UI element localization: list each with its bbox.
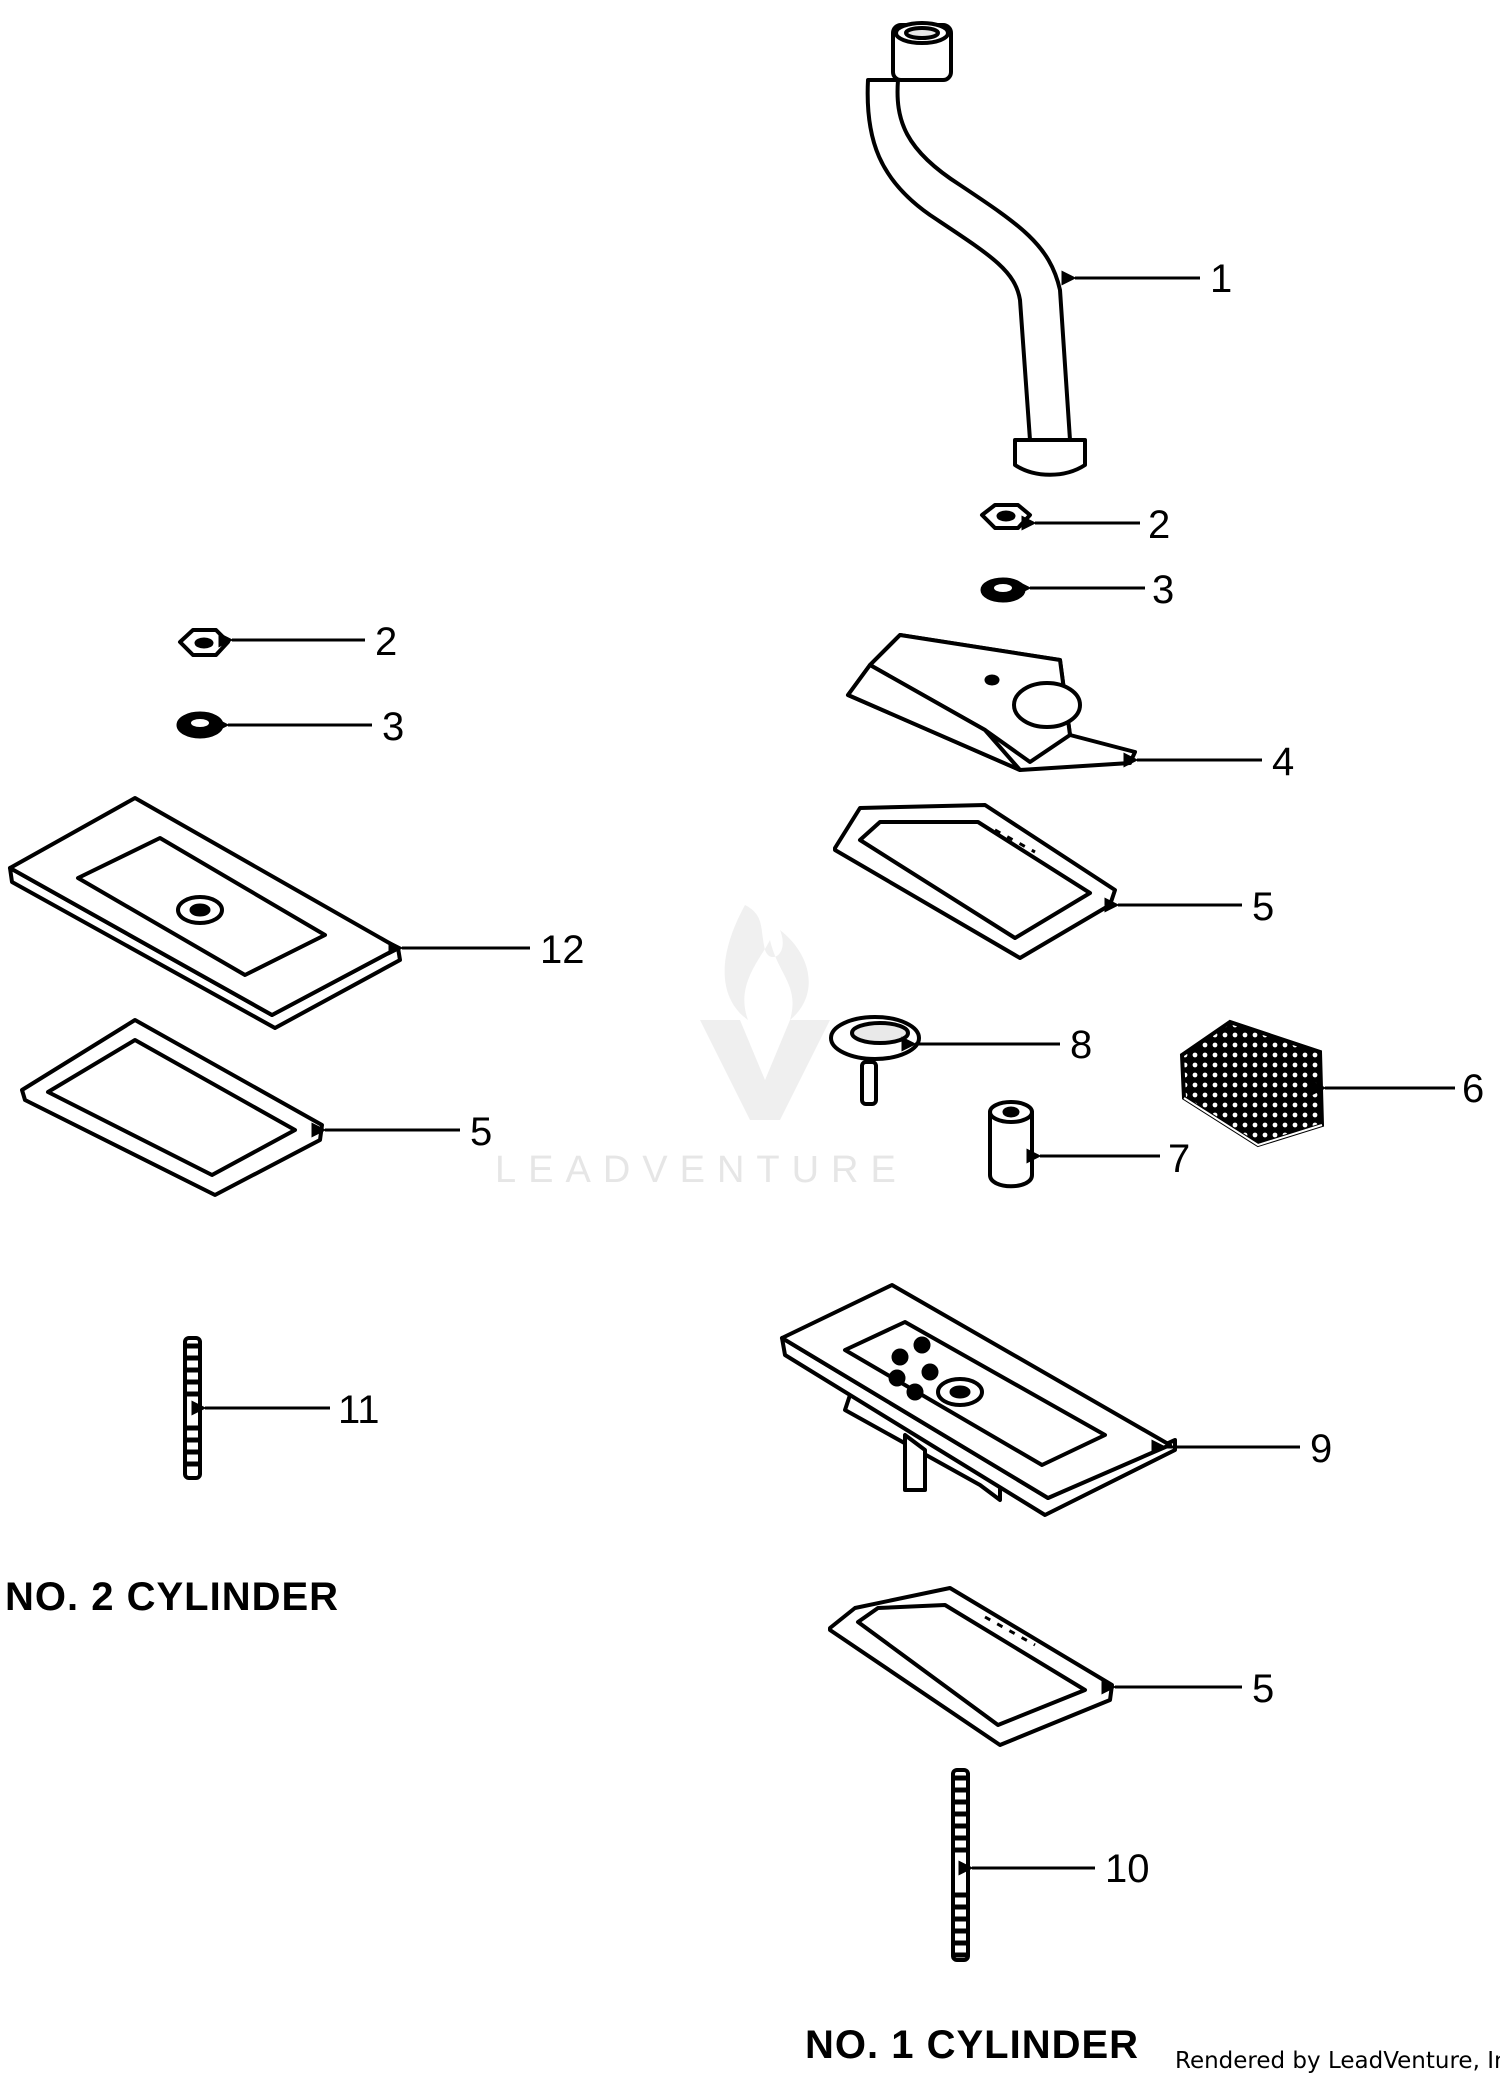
part-5-gasket-lower [828,1586,1114,1747]
callout-12: 12 [540,928,585,972]
callout-6: 6 [1462,1067,1484,1111]
part-8-reed-valve [829,1015,921,1106]
callout-11: 11 [338,1388,380,1432]
section-title-no2-cylinder: NO. 2 CYLINDER [5,1575,339,1619]
section-title-no1-cylinder: NO. 1 CYLINDER [805,2023,1139,2067]
watermark-text: LEADVENTURE [495,1149,908,1191]
part-4-valve-cover [846,633,1137,772]
watermark-logo [700,905,830,1120]
callout-5-upper: 5 [1252,885,1274,929]
part-3-washer [980,577,1026,603]
callout-1: 1 [1210,257,1232,301]
rendered-by-credit: Rendered by LeadVenture, Inc. [1175,2048,1500,2074]
part-5-gasket-left [20,1018,324,1197]
callout-4: 4 [1272,740,1294,784]
callout-3-upper: 3 [1152,568,1174,612]
part-11-stud [183,1336,202,1480]
part-3-washer-left [176,711,224,739]
callout-7: 7 [1168,1137,1190,1181]
callout-9: 9 [1310,1427,1332,1471]
part-2-nut-left [178,628,230,657]
callout-3-left: 3 [382,705,404,749]
part-9-breather-plate [780,1283,1177,1517]
callout-2-upper: 2 [1148,503,1170,547]
part-10-stud [951,1768,970,1962]
part-2-nut [980,503,1032,530]
callout-8: 8 [1070,1023,1092,1067]
callout-5-left: 5 [470,1110,492,1154]
part-6-filter-element [1179,1019,1325,1148]
part-5-gasket-upper [833,803,1117,960]
part-12-cover-plate [8,796,402,1030]
callout-2-left: 2 [375,620,397,664]
part-7-spacer [988,1100,1034,1189]
callout-10: 10 [1105,1847,1150,1891]
callout-5-lower-right: 5 [1252,1667,1274,1711]
part-1-breather-tube [865,21,1087,477]
